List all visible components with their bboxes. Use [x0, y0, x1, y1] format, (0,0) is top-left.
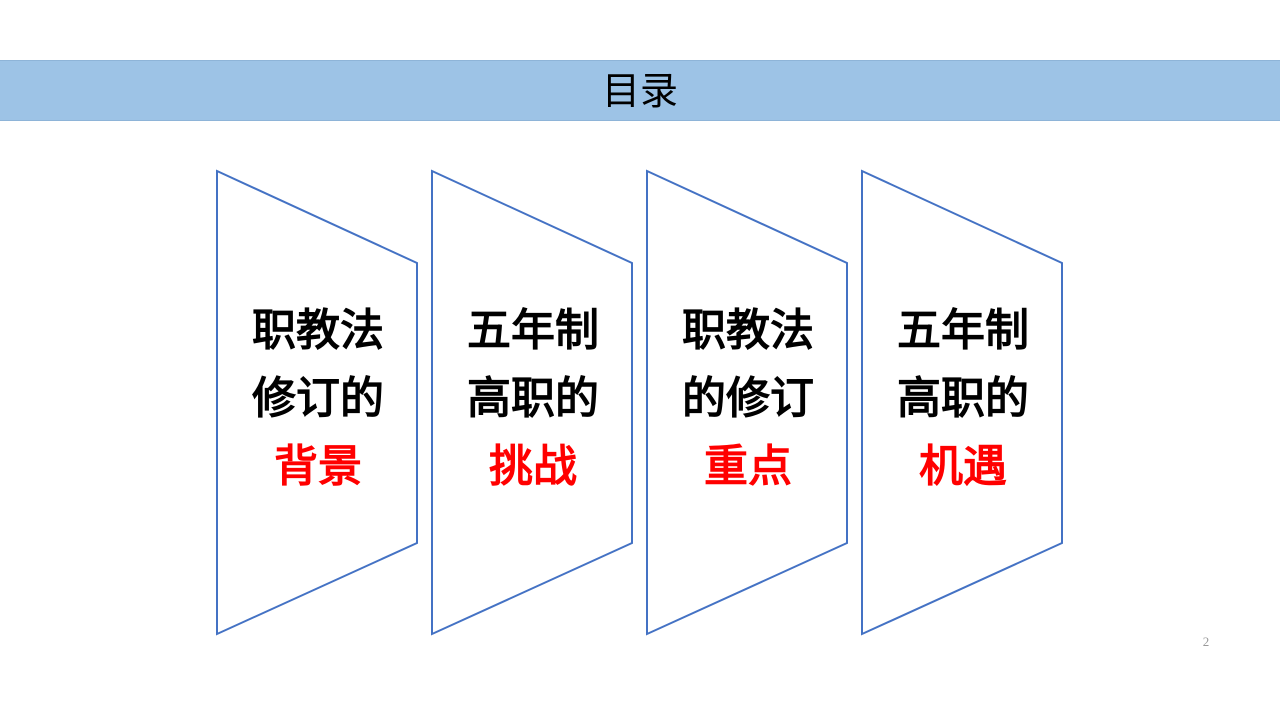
panel-2-highlight: 挑战	[489, 441, 577, 492]
panel-shape-4	[861, 169, 1063, 636]
title-bar: 目录	[0, 60, 1280, 121]
page-number: 2	[1202, 634, 1210, 649]
toc-item-opportunity[interactable]: 五年制 高职的 机遇	[863, 297, 1063, 501]
panel-shape-1	[216, 169, 418, 636]
panel-3-line-2: 的修订	[682, 373, 814, 424]
panel-1-line-2: 修订的	[252, 373, 384, 424]
toc-item-background[interactable]: 职教法 修订的 背景	[218, 297, 418, 501]
panel-shape-3	[646, 169, 848, 636]
toc-item-challenge[interactable]: 五年制 高职的 挑战	[433, 297, 633, 501]
panel-4-line-2: 高职的	[897, 373, 1029, 424]
panel-1-highlight: 背景	[274, 441, 362, 492]
panel-1-line-1: 职教法	[252, 305, 384, 356]
slide-title: 目录	[601, 69, 678, 113]
panel-3-highlight: 重点	[704, 441, 792, 492]
panel-shape-2	[431, 169, 633, 636]
toc-item-key-points[interactable]: 职教法 的修订 重点	[648, 297, 848, 501]
panel-3-line-1: 职教法	[682, 305, 814, 356]
panel-2-line-2: 高职的	[467, 373, 599, 424]
panel-4-highlight: 机遇	[919, 441, 1007, 492]
panel-2-line-1: 五年制	[467, 305, 599, 356]
panel-4-line-1: 五年制	[897, 305, 1029, 356]
